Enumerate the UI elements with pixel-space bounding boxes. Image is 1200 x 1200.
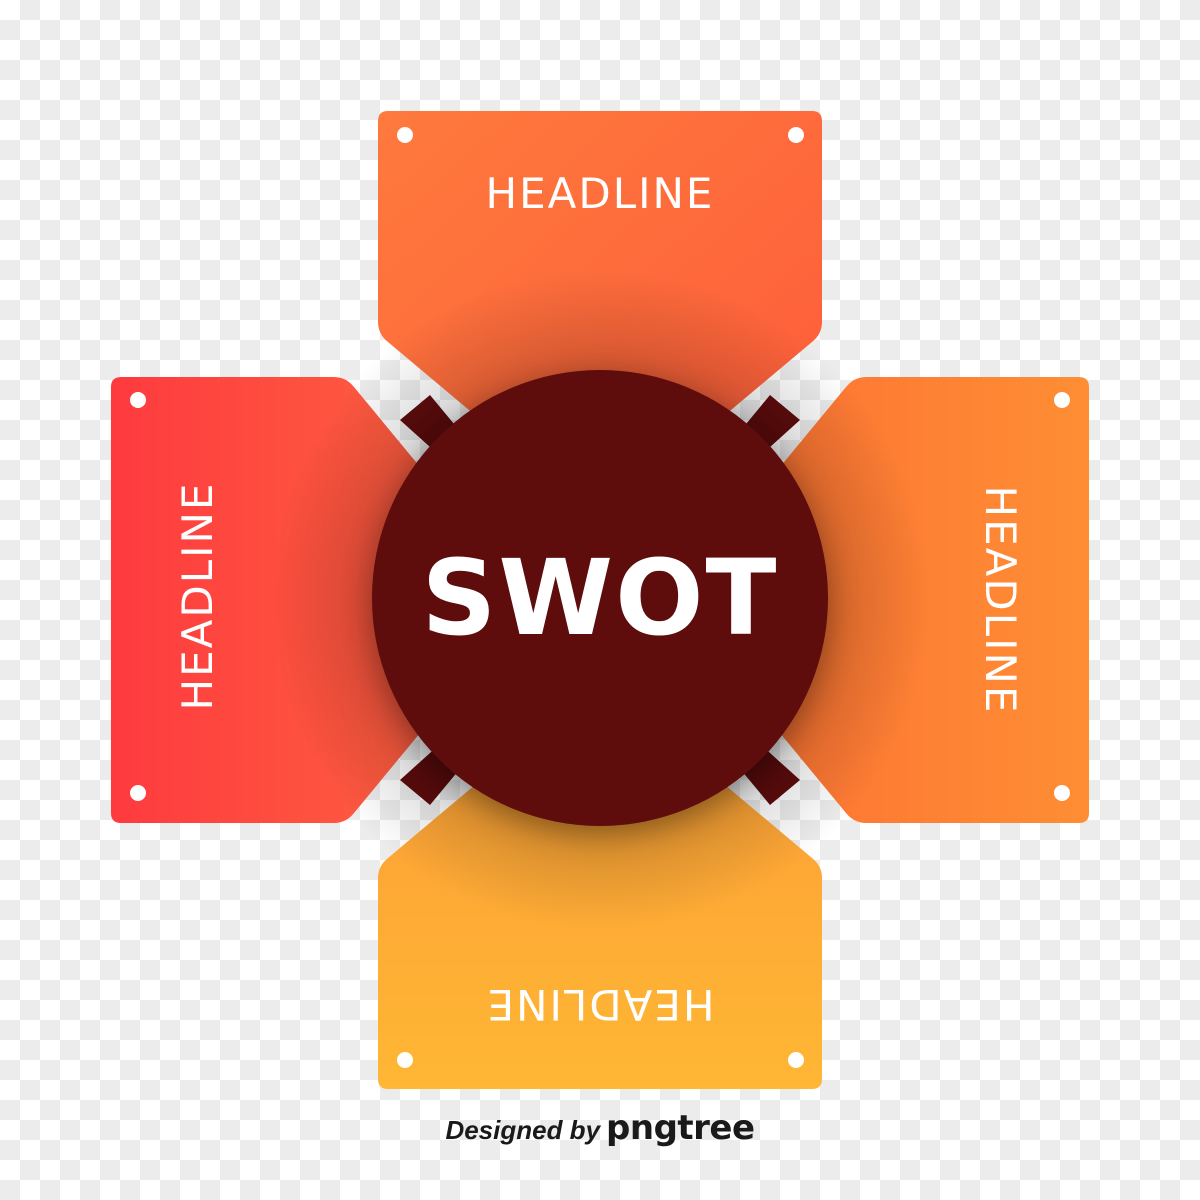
credit-prefix: Designed by — [445, 1115, 601, 1145]
circle-dot-icon — [130, 392, 146, 408]
center-title: SWOT — [421, 537, 779, 659]
circle-dot-icon — [1054, 392, 1070, 408]
petal-bottom-label: HEADLINE — [485, 980, 715, 1029]
circle-dot-icon — [788, 1052, 804, 1068]
circle-dot-icon — [397, 1052, 413, 1068]
circle-dot-icon — [1054, 785, 1070, 801]
circle-dot-icon — [788, 127, 804, 143]
circle-dot-icon — [130, 785, 146, 801]
circle-dot-icon — [397, 127, 413, 143]
credit-brand-logo: pngtree — [606, 1108, 755, 1148]
center-circle: SWOT — [372, 370, 828, 826]
petal-top-label: HEADLINE — [485, 169, 715, 218]
petal-right-label: HEADLINE — [976, 485, 1025, 715]
petal-left-label: HEADLINE — [173, 481, 222, 711]
